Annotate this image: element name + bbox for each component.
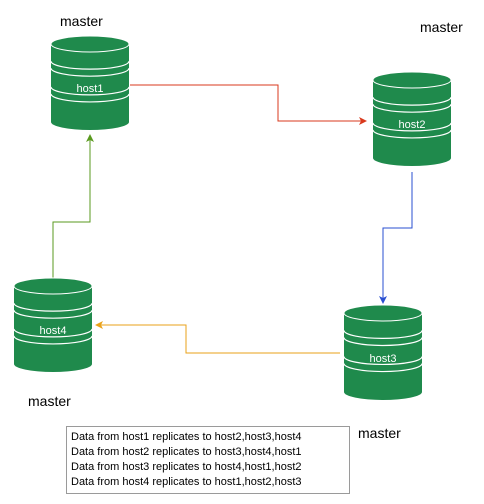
edge-host1-to-host2	[130, 84, 367, 125]
cylinder-body	[373, 80, 451, 166]
cylinder-band	[343, 363, 423, 373]
legend-box: Data from host1 replicates to host2,host…	[66, 426, 350, 494]
cylinder-band	[50, 93, 130, 103]
database-icon-host3	[343, 304, 423, 400]
database-icon-host4	[13, 277, 93, 372]
legend-line-host2: Data from host2 replicates to host3,host…	[71, 446, 302, 458]
host1-label: host1	[76, 83, 104, 95]
cylinder-band	[372, 96, 452, 106]
cylinder-body	[51, 44, 129, 130]
cylinder-band	[13, 328, 93, 338]
cylinder-band	[343, 337, 423, 347]
cylinder-band	[372, 122, 452, 132]
edge-host4-to-host1	[52, 134, 94, 278]
legend-line-host3: Data from host3 replicates to host4,host…	[71, 461, 302, 473]
cylinder-band	[50, 68, 130, 77]
database-icon-host1	[50, 35, 130, 130]
host2-role-label: master	[420, 19, 463, 35]
legend-line-host1: Data from host1 replicates to host2,host…	[71, 431, 302, 443]
cylinder-band	[50, 60, 130, 70]
host3-label: host3	[369, 353, 397, 365]
cylinder-band	[13, 302, 93, 312]
cylinder-band	[13, 310, 93, 319]
edge-host2-to-host3	[379, 172, 413, 304]
cylinder-band	[343, 330, 423, 339]
cylinder-band	[343, 356, 423, 366]
host4-role-label: master	[28, 393, 71, 409]
host4-label: host4	[39, 325, 67, 337]
host1-role-label: master	[60, 13, 103, 29]
cylinder-band	[372, 104, 452, 113]
cylinder-top	[13, 277, 93, 295]
cylinder-band	[13, 335, 93, 345]
cylinder-top	[372, 71, 452, 89]
host2-label: host2	[398, 119, 426, 131]
legend-line-host4: Data from host4 replicates to host1,host…	[71, 476, 302, 488]
cylinder-band	[50, 86, 130, 96]
cylinder-body	[14, 286, 92, 372]
cylinder-top	[343, 304, 423, 322]
cylinder-top	[50, 35, 130, 53]
cylinder-band	[372, 129, 452, 139]
database-icon-host2	[372, 71, 452, 166]
edge-host3-to-host4	[95, 321, 340, 354]
cylinder-body	[344, 313, 422, 400]
host3-role-label: master	[358, 425, 401, 441]
